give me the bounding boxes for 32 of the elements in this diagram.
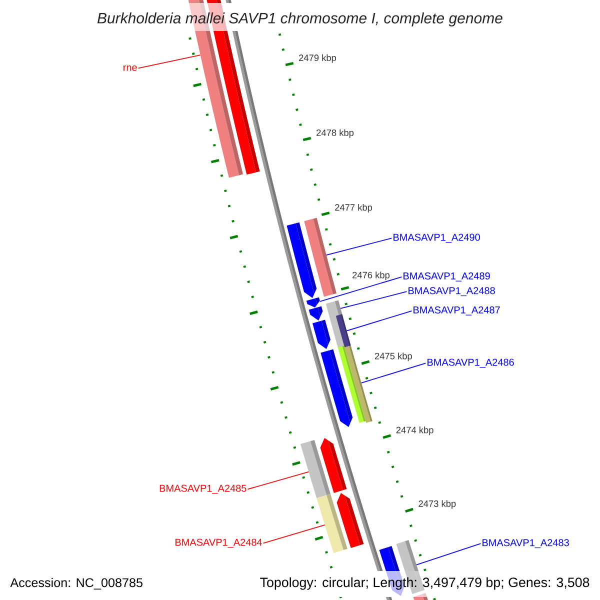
leader-line (320, 276, 402, 302)
title: Burkholderia mallei SAVP1 chromosome I, complete genome (97, 12, 502, 26)
tick-label: 2475 kbp (374, 352, 412, 362)
tick-label: 2477 kbp (335, 204, 372, 213)
gene-label: rne (124, 65, 137, 71)
gene-label: BMASAVP1_A2488 (408, 287, 495, 296)
gene-label: BMASAVP1_A2484 (175, 538, 262, 548)
feature-bar (300, 440, 330, 498)
tick-label: 2474 kbp (396, 426, 434, 436)
gene-label: BMASAVP1_A2485 (160, 484, 246, 494)
leader-line (416, 543, 482, 566)
footer-text: Topology: circular; Length: 3,497,479 bp; Genes: 3,508 (260, 577, 590, 590)
gene-label: BMASAVP1_A2487 (414, 306, 500, 316)
feature-bar (344, 346, 372, 423)
gene-label: BMASAVP1_A2486 (428, 358, 514, 368)
gene-label: BMASAVP1_A2490 (394, 234, 480, 243)
leader-line (326, 238, 392, 256)
gene-label: BMASAVP1_A2489 (404, 272, 490, 282)
gene-label: BMASAVP1_A2483 (482, 539, 569, 548)
feature-bar (304, 218, 337, 297)
tick-label: 2476 kbp (352, 272, 390, 280)
tick-label: 2479 kbp (299, 54, 336, 63)
leader-line (340, 291, 408, 309)
leader-line (262, 524, 326, 544)
tick-label: 2473 kbp (418, 500, 456, 509)
feature-bar (336, 314, 351, 348)
tick-label: 2478 kbp (316, 129, 354, 138)
gene-bar (306, 297, 320, 308)
footer-text: Accession: NC_008785 (10, 578, 142, 590)
leader-line (346, 310, 412, 332)
leader-line (247, 471, 310, 490)
feature-bar (316, 494, 348, 554)
